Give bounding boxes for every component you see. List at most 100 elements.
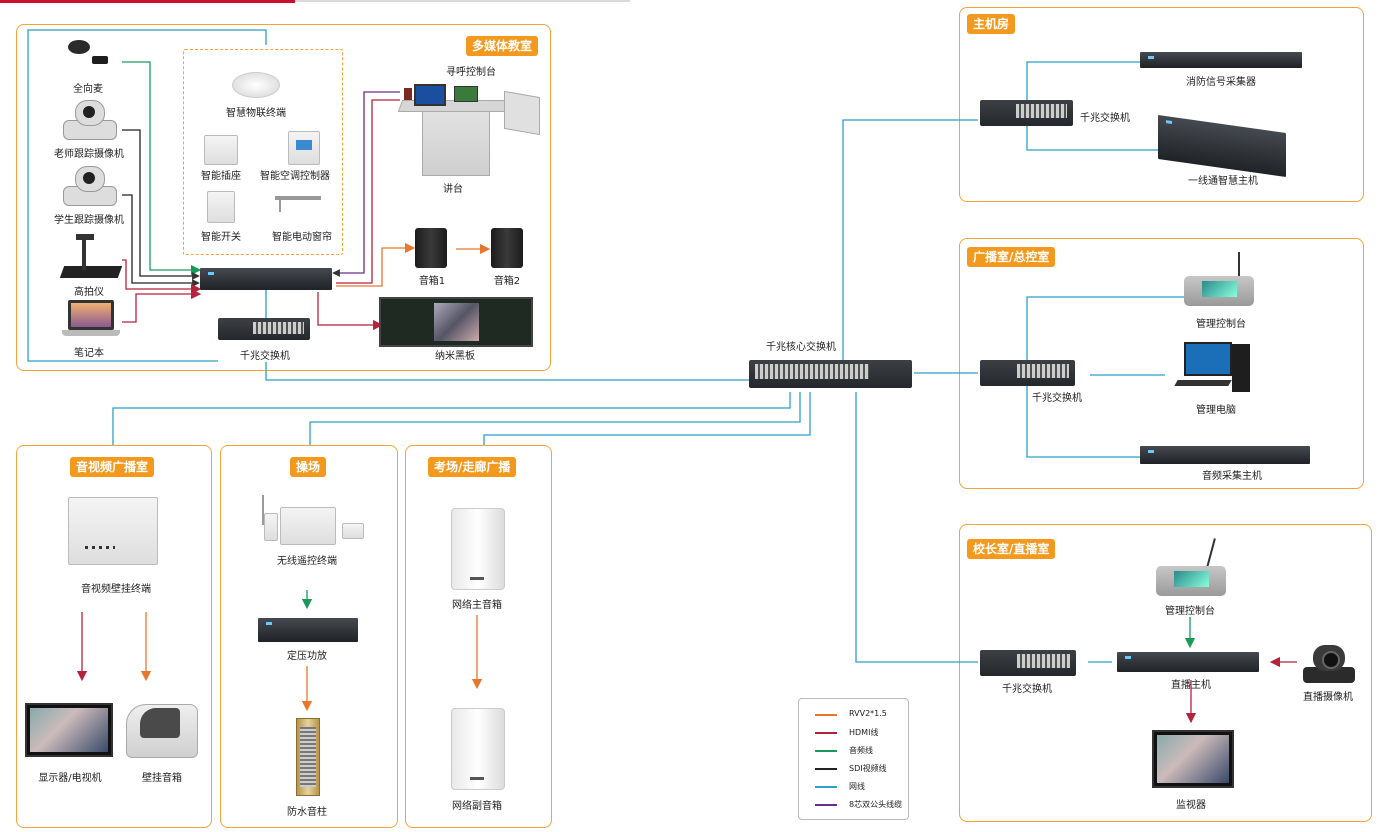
principal-switch-icon xyxy=(980,650,1076,676)
wireless-remote-icon xyxy=(262,495,364,545)
smart-switch-icon xyxy=(207,191,235,223)
label-fire-collector: 消防信号采集器 xyxy=(1186,77,1256,88)
label-server-switch: 千兆交换机 xyxy=(1080,113,1130,124)
laptop-icon xyxy=(62,300,120,338)
panel-title-playground: 操场 xyxy=(290,457,327,477)
label-column-speaker: 防水音柱 xyxy=(287,807,327,818)
label-teacher-cam: 老师跟踪摄像机 xyxy=(54,149,124,160)
cable8-line-podium xyxy=(332,91,400,277)
omni-mic-icon xyxy=(68,40,108,64)
legend-swatch xyxy=(815,786,837,788)
panel-title-broadcast-control: 广播室/总控室 xyxy=(967,247,1056,267)
label-principal-switch: 千兆交换机 xyxy=(1002,684,1052,695)
sub-speaker-icon xyxy=(451,708,505,790)
label-student-cam: 学生跟踪摄像机 xyxy=(54,215,124,226)
column-speaker-icon xyxy=(296,718,320,796)
top-accent-bar xyxy=(0,0,630,3)
net-line-bc-c xyxy=(1026,385,1140,458)
panel-title-av-broadcast: 音视频广播室 xyxy=(70,457,155,477)
legend-label: 8芯双公头线缆 xyxy=(849,800,903,809)
label-live-host: 直播主机 xyxy=(1171,680,1211,691)
rvv-line-speaker xyxy=(336,242,416,287)
label-live-camera: 直播摄像机 xyxy=(1303,692,1353,703)
wall-speaker-icon xyxy=(126,694,206,758)
audio-host-icon xyxy=(1140,446,1310,464)
label-wireless-remote: 无线遥控终端 xyxy=(277,556,337,567)
core-switch-icon xyxy=(749,360,912,388)
label-wall-speaker: 壁挂音箱 xyxy=(142,773,182,784)
legend-swatch xyxy=(815,750,837,752)
label-nano-board: 纳米黑板 xyxy=(435,351,475,362)
classroom-host-rack-icon xyxy=(200,268,332,290)
hdmi-line-laptop xyxy=(122,288,202,323)
broadcast-console-icon xyxy=(1184,252,1254,308)
label-management-pc: 管理电脑 xyxy=(1196,405,1236,416)
label-smart-ac: 智能空调控制器 xyxy=(260,171,330,182)
av-wall-terminal-icon xyxy=(68,497,158,565)
label-sub-speaker: 网络副音箱 xyxy=(452,801,502,812)
label-broadcast-switch: 千兆交换机 xyxy=(1032,393,1082,404)
live-host-icon xyxy=(1117,652,1259,672)
speaker2-icon xyxy=(491,228,523,268)
legend-swatch xyxy=(815,714,837,716)
panel-title-exam-corridor: 考场/走廊广播 xyxy=(428,457,517,477)
label-podium: 讲台 xyxy=(443,184,463,195)
broadcast-switch-icon xyxy=(980,360,1075,386)
label-amplifier: 定压功放 xyxy=(287,651,327,662)
fire-collector-icon xyxy=(1140,52,1302,68)
label-smart-host: 一线通智慧主机 xyxy=(1188,176,1258,187)
podium-icon xyxy=(392,78,540,176)
label-mic: 全向麦 xyxy=(73,84,103,95)
net-line-server xyxy=(842,119,978,360)
hdmi-line-podium xyxy=(336,99,400,284)
panel-title-principal-live: 校长室/直播室 xyxy=(967,539,1056,559)
label-main-speaker: 网络主音箱 xyxy=(452,600,502,611)
classroom-switch-icon xyxy=(218,318,310,340)
label-speaker2: 音箱2 xyxy=(493,276,521,287)
legend-label: HDMI线 xyxy=(849,728,879,737)
net-line-server-a xyxy=(1026,61,1140,100)
label-paging-console: 寻呼控制台 xyxy=(446,67,496,78)
hdmi-line-board xyxy=(317,292,384,331)
net-line-exam xyxy=(483,392,811,445)
net-line-classroom-loop xyxy=(27,29,267,362)
label-display-tv: 显示器/电视机 xyxy=(38,773,102,784)
monitor-icon xyxy=(1152,730,1234,788)
label-core-switch: 千兆核心交换机 xyxy=(766,342,836,353)
principal-console-icon xyxy=(1156,538,1226,598)
net-line-principal xyxy=(855,392,978,663)
iot-group-box xyxy=(183,49,343,255)
label-speaker1: 音箱1 xyxy=(418,276,446,287)
net-line-playground xyxy=(309,392,801,445)
label-smart-switch: 智能开关 xyxy=(201,232,241,243)
amplifier-icon xyxy=(258,618,358,642)
label-smart-socket: 智能插座 xyxy=(201,171,241,182)
net-line-bc-a xyxy=(1026,296,1184,360)
display-tv-icon xyxy=(25,703,113,757)
audio-line-mic xyxy=(122,61,202,276)
label-classroom-switch: 千兆交换机 xyxy=(240,351,290,362)
label-visualizer: 高拍仪 xyxy=(74,287,104,298)
net-line-classroom-core xyxy=(265,362,786,382)
label-principal-console: 管理控制台 xyxy=(1165,606,1215,617)
net-line-av xyxy=(112,392,791,445)
main-speaker-icon xyxy=(451,508,505,590)
legend-label: 网线 xyxy=(849,782,865,791)
label-monitor: 监视器 xyxy=(1176,800,1206,811)
legend-label: 音频线 xyxy=(849,746,873,755)
legend-swatch xyxy=(815,804,837,806)
label-smart-curtain: 智能电动窗帘 xyxy=(272,232,332,243)
teacher-camera-icon xyxy=(63,98,117,140)
smart-curtain-icon xyxy=(275,194,321,212)
panel-title-server-room: 主机房 xyxy=(967,14,1016,34)
label-av-wall-terminal: 音视频壁挂终端 xyxy=(81,584,151,595)
panel-title-classroom: 多媒体教室 xyxy=(466,36,539,56)
live-camera-icon xyxy=(1303,643,1355,685)
legend-label: RVV2*1.5 xyxy=(849,709,887,718)
student-camera-icon xyxy=(63,164,117,206)
visualizer-icon xyxy=(59,234,123,280)
legend-swatch xyxy=(815,732,837,734)
legend-label: SDI视频线 xyxy=(849,764,887,773)
speaker1-icon xyxy=(415,228,447,268)
